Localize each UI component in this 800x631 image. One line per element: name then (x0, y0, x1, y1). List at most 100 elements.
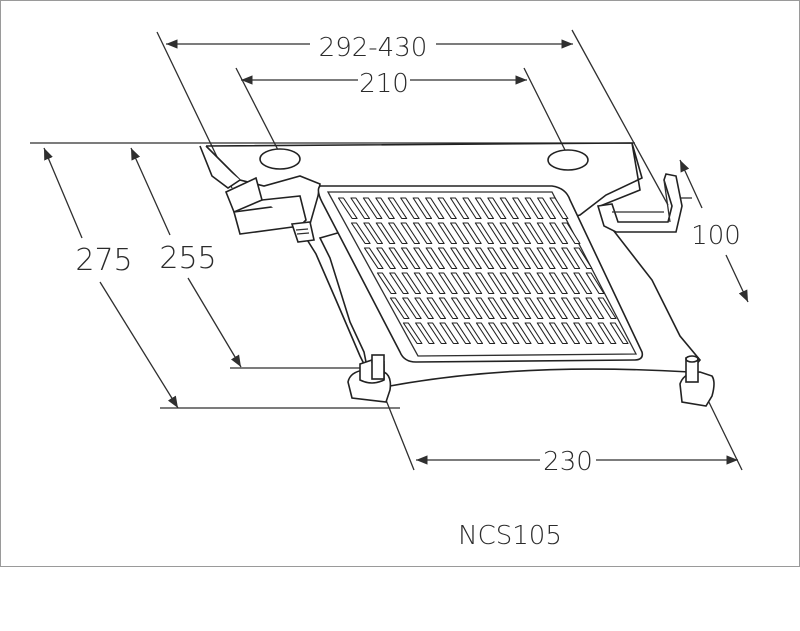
vent-slot (499, 297, 520, 320)
vent-slot (585, 297, 605, 320)
vent-slot (536, 247, 556, 270)
vent-slot (437, 247, 458, 270)
vent-slot (474, 222, 495, 245)
vent-slot (487, 197, 507, 220)
vent-slot (412, 197, 433, 220)
vent-slot (549, 197, 569, 220)
vent-slot (439, 322, 459, 345)
vent-slot (413, 272, 434, 295)
vent-slot (585, 272, 605, 295)
vent-slot (475, 272, 495, 295)
vent-slot (375, 197, 395, 220)
vent-slot (511, 247, 532, 270)
vent-slot (437, 222, 458, 245)
vent-slot (548, 272, 568, 295)
vent-slot (425, 197, 445, 220)
vent-slot (511, 222, 532, 245)
vent-slot (475, 297, 495, 320)
vent-slot (402, 322, 423, 345)
vent-slot (474, 197, 495, 220)
dim-tray-depth-label: 255 (159, 241, 216, 276)
vent-slot (425, 247, 446, 270)
dim-overall-depth-label: 275 (75, 243, 132, 278)
vent-slot (561, 222, 581, 245)
vent-slots (337, 197, 629, 345)
vent-slot (412, 222, 433, 245)
vent-slot (524, 297, 544, 320)
vent-slot (561, 247, 581, 270)
vent-slot (561, 322, 581, 345)
dim-base-width-label: 230 (543, 447, 593, 477)
vent-slot (488, 322, 508, 345)
vent-slot (561, 297, 580, 320)
vent-slot (401, 272, 422, 295)
vent-slot (487, 222, 507, 245)
vent-slot (499, 247, 519, 270)
mounting-hole-right (547, 149, 589, 171)
dim-line-clamp-height (679, 159, 703, 209)
vent-slot (415, 322, 435, 345)
vent-slot (524, 322, 544, 345)
vent-slot (561, 272, 581, 295)
dim-outer-width-label: 292-430 (319, 33, 428, 63)
vent-slot (512, 322, 532, 345)
left-clamp (199, 145, 315, 243)
right-foot-post (679, 355, 715, 407)
vent-slot (388, 247, 409, 270)
dimension-lines (43, 39, 749, 465)
vent-slot (524, 247, 544, 270)
vent-slot (400, 197, 420, 220)
vent-slot (524, 197, 544, 220)
vent-slot (487, 272, 507, 295)
vent-slot (400, 222, 420, 245)
model-label: NCS105 (458, 521, 562, 551)
dim-hole-spacing-label: 210 (359, 69, 409, 99)
vent-slot (537, 197, 557, 220)
vent-slot (413, 247, 433, 270)
vent-slot (450, 272, 470, 295)
vent-slot (573, 272, 593, 295)
vent-slot (462, 272, 483, 295)
vent-slot (499, 197, 519, 220)
vent-slot (462, 197, 482, 220)
dim-clamp-height-label: 100 (691, 221, 741, 251)
vent-slot (609, 322, 629, 345)
vent-slot (549, 222, 569, 245)
vent-slot (585, 322, 605, 345)
vent-slot (573, 297, 593, 320)
vent-slot (451, 322, 471, 345)
mounting-hole-left (259, 148, 301, 170)
vent-slot (388, 222, 408, 245)
vent-slot (524, 272, 544, 295)
vent-slot (387, 197, 408, 220)
vent-slot (389, 297, 410, 320)
vent-slot (499, 222, 519, 245)
vent-slot (536, 222, 556, 245)
vent-slot (450, 222, 470, 245)
vent-slot (363, 222, 383, 245)
dim-line-tray-depth (130, 147, 171, 236)
vent-slot (500, 322, 520, 345)
vent-slot (402, 297, 422, 320)
vent-slot (499, 272, 519, 295)
vent-slot (362, 197, 383, 220)
vent-slot (573, 247, 593, 270)
vent-slot (337, 197, 358, 220)
vent-slot (437, 197, 457, 220)
vent-slot (512, 297, 532, 320)
vent-slot (389, 272, 409, 295)
vent-slot (536, 297, 556, 320)
vent-slot (548, 247, 568, 270)
vent-slot (451, 297, 471, 320)
vent-slot (548, 297, 568, 320)
vent-slot (462, 247, 482, 270)
right-clamp (596, 173, 683, 233)
vent-slot (511, 272, 532, 295)
vent-slot (548, 322, 568, 345)
vent-slot (376, 247, 396, 270)
vent-slot (414, 297, 434, 320)
vent-slot (573, 322, 593, 345)
vent-slot (536, 322, 556, 345)
vent-slot (475, 322, 496, 345)
